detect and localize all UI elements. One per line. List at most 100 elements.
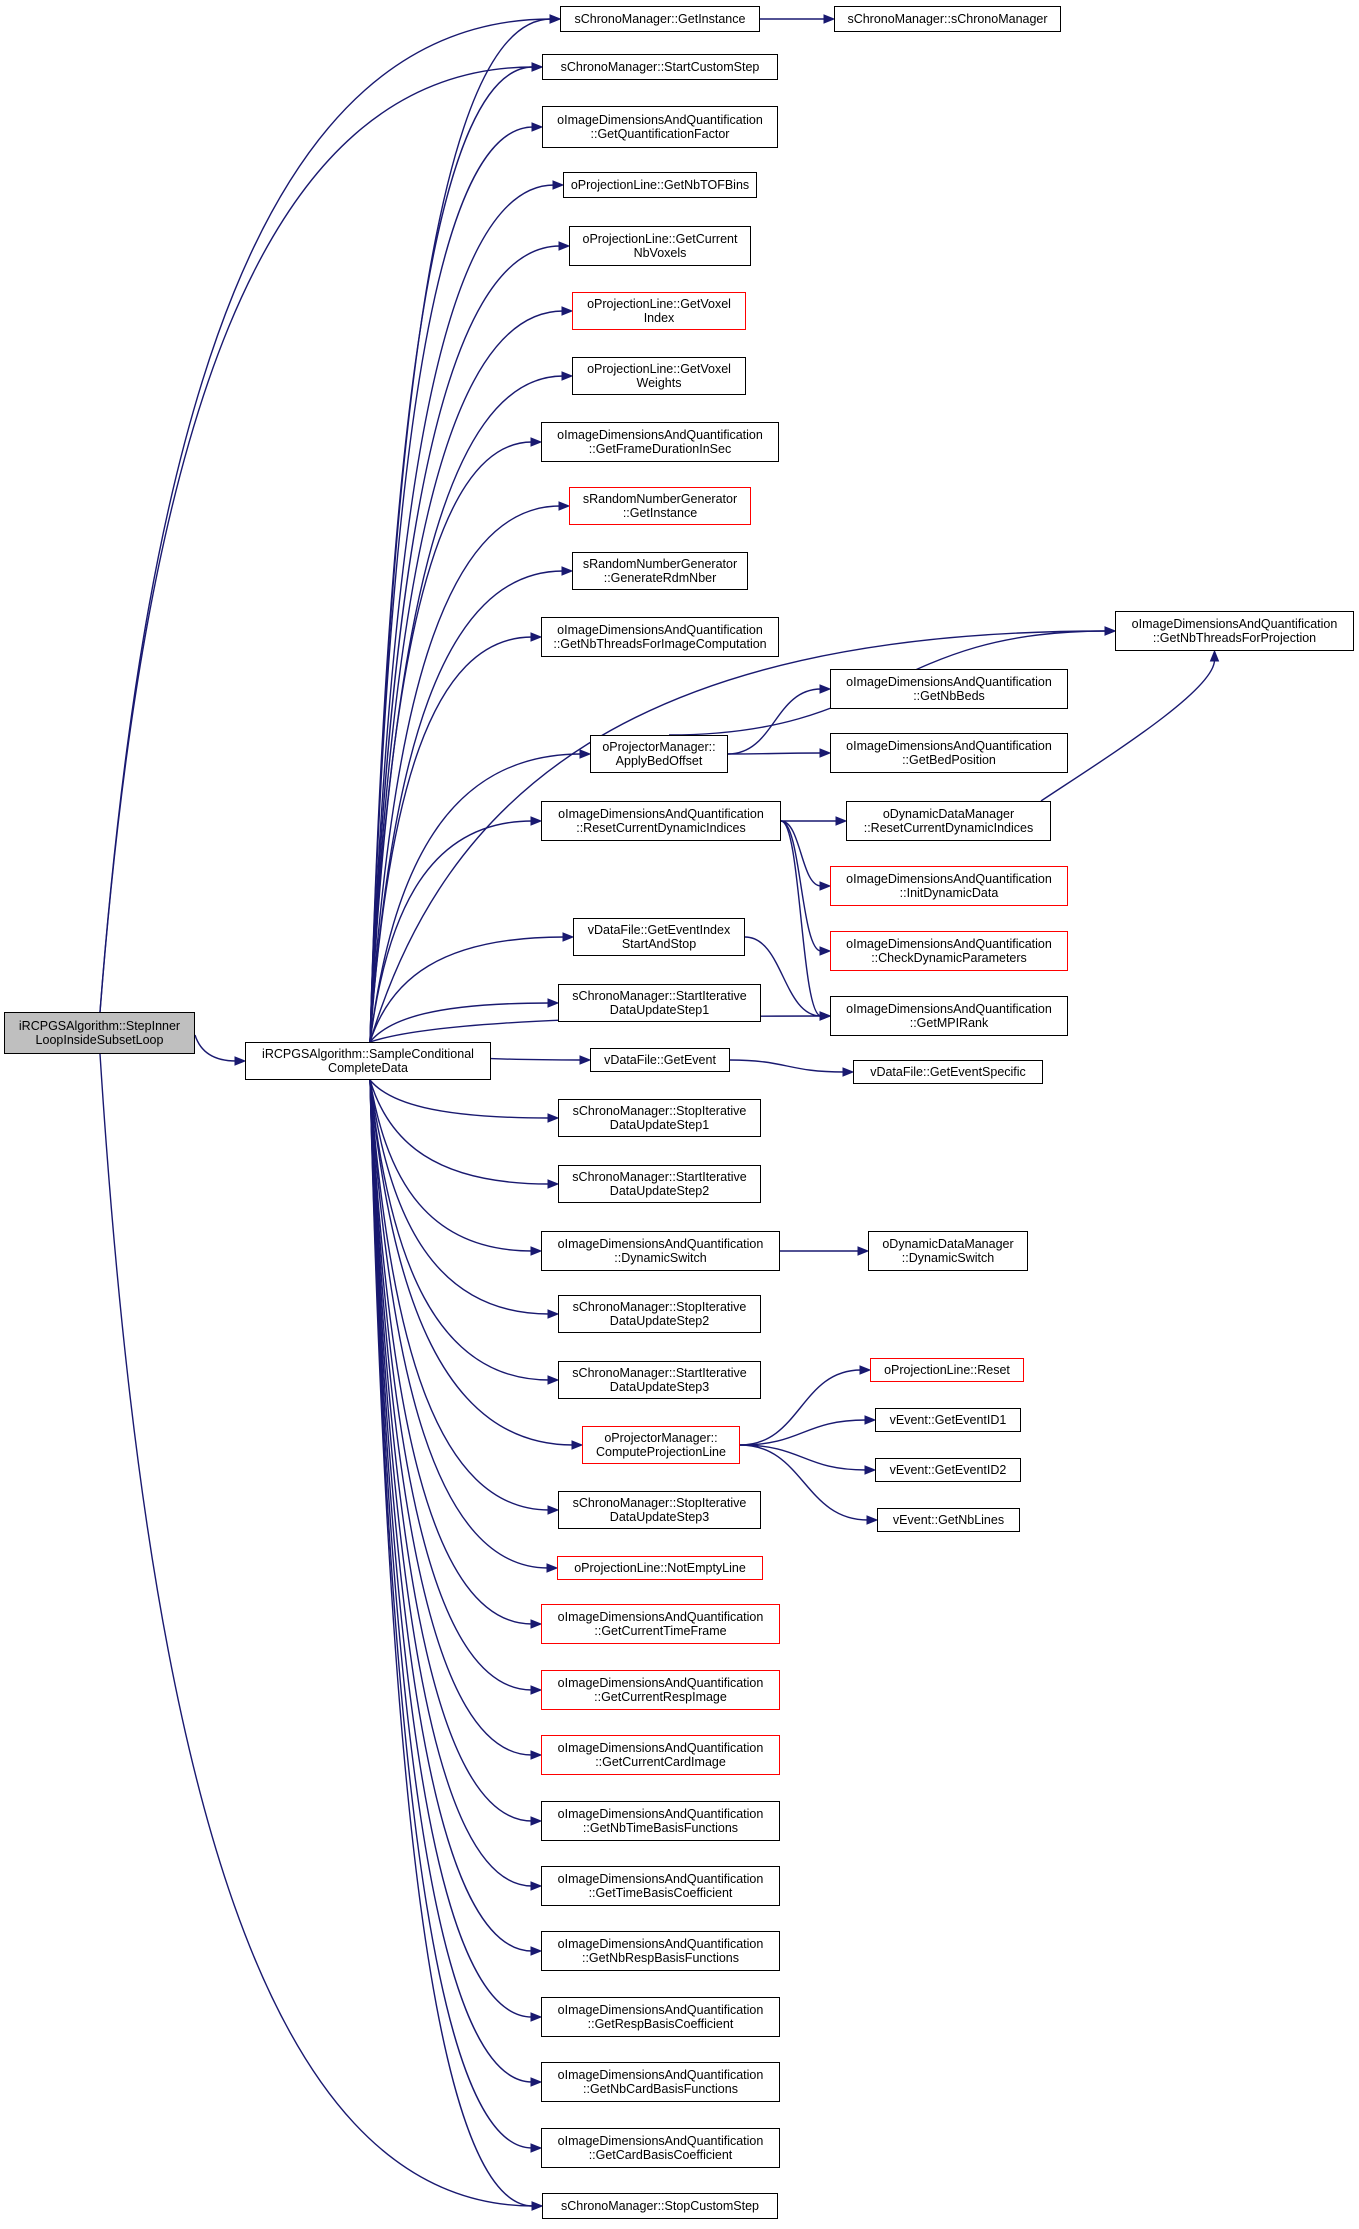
edge-pm_computeline-to-ev_nblines (739, 1444, 869, 1521)
node-df-geteventspec[interactable]: vDataFile::GetEventSpecific (853, 1060, 1043, 1084)
edge-scd-to-cm_startcustom (369, 66, 534, 1043)
arrowhead-scd-to-cm_stopiter2 (547, 1309, 560, 1319)
edge-scd-to-pl_nbtofbins (369, 184, 555, 1043)
arrowhead-pm_applybed-to-idq_nbbeds (819, 684, 832, 694)
arrowhead-scd-to-pl_curnbvox (558, 241, 571, 251)
arrowhead-ddm_resetdyn-to-idq_threadsproj (1209, 649, 1220, 662)
node-pl-voxindex[interactable]: oProjectionLine::GetVoxel Index (572, 292, 746, 330)
arrowhead-scd-to-cm_stopcustom (531, 2201, 544, 2211)
node-idq-threadsimg[interactable]: oImageDimensionsAndQuantification ::GetN… (541, 617, 779, 657)
node-rng-generate[interactable]: sRandomNumberGenerator ::GenerateRdmNber (572, 552, 748, 590)
node-idq-nbcardbasis[interactable]: oImageDimensionsAndQuantification ::GetN… (541, 2062, 780, 2102)
node-ev-id1[interactable]: vEvent::GetEventID1 (875, 1408, 1021, 1432)
node-df-geteventindex[interactable]: vDataFile::GetEventIndex StartAndStop (573, 918, 745, 956)
node-scd[interactable]: iRCPGSAlgorithm::SampleConditional Compl… (245, 1042, 491, 1080)
node-idq-respcoef[interactable]: oImageDimensionsAndQuantification ::GetR… (541, 1997, 780, 2037)
node-pl-voxweights[interactable]: oProjectionLine::GetVoxel Weights (572, 357, 746, 395)
arrowhead-scd-to-idq_nbcardbasis (530, 2077, 543, 2087)
node-idq-bedpos[interactable]: oImageDimensionsAndQuantification ::GetB… (830, 733, 1068, 773)
node-idq-checkdyn[interactable]: oImageDimensionsAndQuantification ::Chec… (830, 931, 1068, 971)
edge-scd-to-idq_threadsproj (369, 630, 1107, 1043)
edge-scd-to-pl_curnbvox (369, 245, 561, 1043)
arrowhead-scd-to-cm_stopiter3 (547, 1505, 560, 1515)
arrowhead-scd-to-idq_curtimeframe (530, 1619, 543, 1629)
node-cm-stopiter1[interactable]: sChronoManager::StopIterative DataUpdate… (558, 1099, 761, 1137)
node-pm-computeline[interactable]: oProjectorManager:: ComputeProjectionLin… (582, 1426, 740, 1464)
edge-scd-to-rng_getinstance (369, 505, 561, 1043)
edge-scd-to-pm_computeline (369, 1079, 574, 1446)
edge-pm_computeline-to-ev_id2 (739, 1444, 867, 1471)
arrowhead-scd-to-rng_getinstance (558, 501, 571, 511)
arrowhead-scd-to-pl_voxweights (561, 371, 574, 381)
node-idq-timecoef[interactable]: oImageDimensionsAndQuantification ::GetT… (541, 1866, 780, 1906)
node-idq-cardcoef[interactable]: oImageDimensionsAndQuantification ::GetC… (541, 2128, 780, 2168)
edge-pm_computeline-to-pl_reset (739, 1369, 862, 1446)
edge-scd-to-idq_cardcoef (369, 1079, 533, 2149)
node-idq-nbrespbasis[interactable]: oImageDimensionsAndQuantification ::GetN… (541, 1931, 780, 1971)
node-idq-curresp[interactable]: oImageDimensionsAndQuantification ::GetC… (541, 1670, 780, 1710)
edge-scd-to-idq_nbtimebasis (369, 1079, 533, 1822)
arrowhead-idq_resetdyn-to-idq_initdyn (819, 881, 832, 891)
arrowhead-scd-to-cm_startiter3 (547, 1375, 560, 1385)
arrowhead-scd-to-idq_nbtimebasis (530, 1816, 543, 1826)
node-cm-startiter2[interactable]: sChronoManager::StartIterative DataUpdat… (558, 1165, 761, 1203)
node-idq-nbbeds[interactable]: oImageDimensionsAndQuantification ::GetN… (830, 669, 1068, 709)
arrowhead-root-to-scd (234, 1056, 247, 1066)
edge-idq_resetdyn-to-idq_mpirank (780, 820, 822, 1017)
node-idq-dynswitch[interactable]: oImageDimensionsAndQuantification ::Dyna… (541, 1231, 780, 1271)
edge-scd-to-idq_curcard (369, 1079, 533, 1756)
node-cm-ctor[interactable]: sChronoManager::sChronoManager (834, 6, 1061, 32)
node-idq-quantfactor[interactable]: oImageDimensionsAndQuantification ::GetQ… (542, 106, 778, 148)
node-ddm-resetdyn[interactable]: oDynamicDataManager ::ResetCurrentDynami… (846, 801, 1051, 841)
node-ev-nblines[interactable]: vEvent::GetNbLines (877, 1508, 1020, 1532)
arrowhead-scd-to-pl_nbtofbins (552, 180, 565, 190)
arrowhead-scd-to-idq_framedur (530, 437, 543, 447)
node-ddm-dynswitch[interactable]: oDynamicDataManager ::DynamicSwitch (868, 1231, 1028, 1271)
edge-pm_applybed-to-idq_nbbeds (727, 688, 822, 755)
node-idq-curtimeframe[interactable]: oImageDimensionsAndQuantification ::GetC… (541, 1604, 780, 1644)
node-idq-mpirank[interactable]: oImageDimensionsAndQuantification ::GetM… (830, 996, 1068, 1036)
node-idq-resetdyn[interactable]: oImageDimensionsAndQuantification ::Rese… (541, 801, 781, 841)
arrowhead-scd-to-cm_getinstance (549, 14, 562, 24)
node-idq-initdyn[interactable]: oImageDimensionsAndQuantification ::Init… (830, 866, 1068, 906)
node-cm-stopiter3[interactable]: sChronoManager::StopIterative DataUpdate… (558, 1491, 761, 1529)
edge-df_geteventindex-to-idq_mpirank (744, 936, 822, 1017)
node-idq-threadsproj[interactable]: oImageDimensionsAndQuantification ::GetN… (1115, 611, 1354, 651)
node-pl-reset[interactable]: oProjectionLine::Reset (870, 1358, 1024, 1382)
node-idq-framedur[interactable]: oImageDimensionsAndQuantification ::GetF… (541, 422, 779, 462)
node-pm-applybed[interactable]: oProjectorManager:: ApplyBedOffset (590, 735, 728, 773)
edge-scd-to-cm_startiter3 (369, 1079, 550, 1381)
arrowhead-pm_computeline-to-pl_reset (859, 1365, 872, 1375)
edge-scd-to-cm_stopiter3 (369, 1079, 550, 1511)
node-idq-curcard[interactable]: oImageDimensionsAndQuantification ::GetC… (541, 1735, 780, 1775)
node-ev-id2[interactable]: vEvent::GetEventID2 (875, 1458, 1021, 1482)
arrowhead-df_getevent-to-df_geteventspec (842, 1067, 855, 1077)
arrowhead-idq_dynswitch-to-ddm_dynswitch (857, 1246, 870, 1256)
node-cm-startiter3[interactable]: sChronoManager::StartIterative DataUpdat… (558, 1361, 761, 1399)
node-cm-stopiter2[interactable]: sChronoManager::StopIterative DataUpdate… (558, 1295, 761, 1333)
arrowhead-pm_applybed-to-idq_bedpos (819, 748, 832, 758)
node-pl-notempty[interactable]: oProjectionLine::NotEmptyLine (557, 1556, 763, 1580)
node-pl-curnbvox[interactable]: oProjectionLine::GetCurrent NbVoxels (569, 226, 751, 266)
arrowhead-scd-to-pl_notempty (546, 1563, 559, 1573)
edge-scd-to-idq_curresp (369, 1079, 533, 1691)
edge-scd-to-idq_respcoef (369, 1079, 533, 2018)
node-cm-startcustom[interactable]: sChronoManager::StartCustomStep (542, 54, 778, 80)
arrowhead-idq_resetdyn-to-ddm_resetdyn (835, 816, 848, 826)
edge-scd-to-idq_quantfactor (369, 126, 534, 1043)
arrowhead-pm_computeline-to-ev_id1 (864, 1415, 877, 1425)
node-pl-nbtofbins[interactable]: oProjectionLine::GetNbTOFBins (563, 172, 757, 198)
node-df-getevent[interactable]: vDataFile::GetEvent (590, 1048, 730, 1072)
node-rng-getinstance[interactable]: sRandomNumberGenerator ::GetInstance (569, 487, 751, 525)
arrowhead-pm_applybed-to-idq_threadsproj (1104, 626, 1117, 636)
node-cm-stopcustom[interactable]: sChronoManager::StopCustomStep (542, 2193, 778, 2219)
edge-df_getevent-to-df_geteventspec (729, 1059, 845, 1073)
edge-scd-to-pm_applybed (369, 753, 582, 1043)
arrowhead-scd-to-idq_cardcoef (530, 2143, 543, 2153)
node-idq-nbtimebasis[interactable]: oImageDimensionsAndQuantification ::GetN… (541, 1801, 780, 1841)
node-cm-getinstance[interactable]: sChronoManager::GetInstance (560, 6, 760, 32)
edge-scd-to-cm_stopiter1 (369, 1079, 550, 1119)
arrowhead-pm_computeline-to-ev_nblines (866, 1515, 879, 1525)
arrowhead-scd-to-cm_startcustom (531, 62, 544, 72)
node-cm-startiter1[interactable]: sChronoManager::StartIterative DataUpdat… (558, 984, 761, 1022)
